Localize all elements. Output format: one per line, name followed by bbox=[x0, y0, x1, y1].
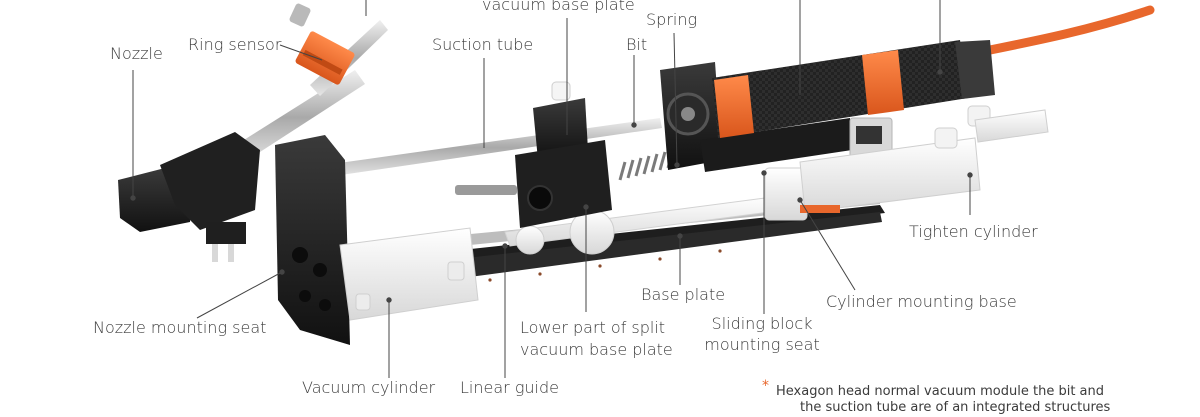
vacuum-cylinder-fitting-2 bbox=[355, 293, 371, 311]
label-bit: Bit bbox=[626, 35, 648, 54]
motor-orange-band-rear bbox=[862, 50, 904, 115]
nozzle-arm-rod bbox=[228, 70, 365, 165]
orange-cable bbox=[975, 5, 1155, 57]
base-plate-face bbox=[430, 212, 882, 282]
tighten-fitting-1 bbox=[934, 127, 958, 149]
label-spring: Spring bbox=[646, 10, 698, 29]
seat-hole-3 bbox=[299, 290, 311, 302]
split-block-hole bbox=[527, 185, 553, 211]
label-sliding-block-line1: Sliding block bbox=[711, 314, 813, 333]
sensor-connector bbox=[289, 3, 311, 27]
brand-tag bbox=[800, 205, 840, 213]
footnote-line1: Hexagon head normal vacuum module the bi… bbox=[776, 384, 1105, 399]
base-plate-shape bbox=[350, 205, 885, 272]
base-plate-holes bbox=[488, 249, 722, 282]
tighten-cylinder-shape bbox=[799, 137, 981, 213]
seat-hole-4 bbox=[319, 299, 331, 311]
footnote-marker: * bbox=[762, 378, 769, 394]
screw-left bbox=[455, 185, 517, 195]
tighten-tube bbox=[974, 109, 1049, 143]
motor-front-center bbox=[681, 107, 695, 121]
motor-bracket-base bbox=[700, 118, 852, 172]
split-vacuum-base-upper bbox=[533, 98, 588, 160]
label-ring-sensor: Ring sensor bbox=[188, 35, 282, 54]
upper-fitting bbox=[551, 81, 571, 101]
vacuum-cylinder-shape bbox=[339, 227, 479, 321]
label-cylinder-mounting-base: Cylinder mounting base bbox=[826, 292, 1017, 311]
small-sensor-face bbox=[856, 126, 882, 144]
label-suction-tube: Suction tube bbox=[432, 35, 534, 54]
label-base-plate: Base plate bbox=[641, 285, 726, 304]
label-nozzle-mounting-seat: Nozzle mounting seat bbox=[93, 318, 267, 337]
seat-hole-2 bbox=[313, 263, 327, 277]
label-sliding-block-line2: mounting seat bbox=[704, 335, 820, 354]
leader-lines bbox=[130, 0, 973, 378]
label-lower-split-line1: Lower part of split bbox=[520, 318, 666, 337]
label-tighten-cylinder: Tighten cylinder bbox=[909, 222, 1038, 241]
label-vacuum-base-plate-top: vacuum base plate bbox=[482, 0, 635, 14]
suction-tube-shape bbox=[325, 118, 662, 177]
nozzle-body bbox=[160, 132, 260, 230]
nozzle-mounting-seat-shape bbox=[275, 135, 350, 345]
motor-orange-band-front bbox=[714, 75, 754, 138]
nozzle-fitting-b bbox=[228, 240, 234, 262]
white-coupler-2 bbox=[515, 225, 545, 255]
nozzle-fitting-a bbox=[212, 240, 218, 262]
seat-hole-1 bbox=[292, 247, 308, 263]
footnote: * Hexagon head normal vacuum module the … bbox=[762, 378, 1194, 416]
label-lower-split-line2: vacuum base plate bbox=[520, 340, 673, 359]
vacuum-cylinder-fitting bbox=[447, 261, 465, 281]
footnote-line2: the suction tube are of an integrated st… bbox=[800, 400, 1111, 415]
motor-end-cap bbox=[955, 40, 995, 99]
motor-body bbox=[712, 40, 968, 138]
nozzle-fitting-block bbox=[206, 222, 246, 244]
label-vacuum-cylinder: Vacuum cylinder bbox=[302, 378, 436, 397]
label-nozzle: Nozzle bbox=[110, 44, 163, 63]
label-linear-guide: Linear guide bbox=[460, 378, 559, 397]
